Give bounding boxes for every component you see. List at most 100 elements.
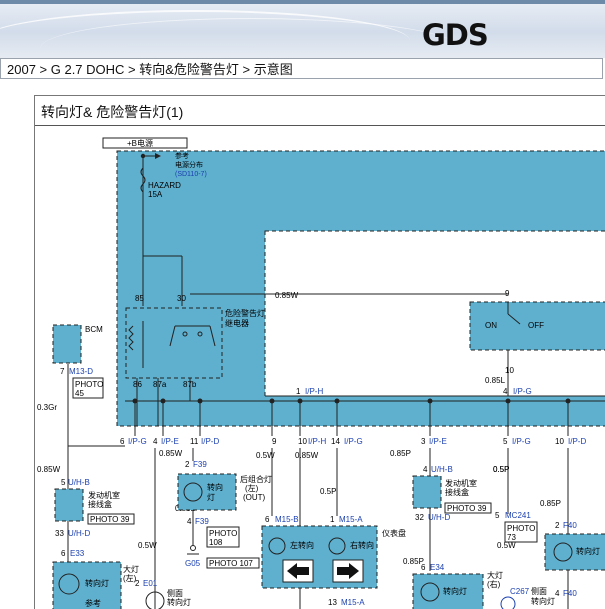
diagram-line <box>507 313 521 325</box>
label-diagram-switch-off: OFF <box>528 321 544 330</box>
pin-85: 85 <box>135 294 144 303</box>
label-diagram-row-connectors-6-n: 3 <box>421 437 426 446</box>
label-diagram-row-connectors-2-c: I/P-D <box>201 437 219 446</box>
label-diagram-photo107: PHOTO 107 <box>209 559 253 568</box>
label-diagram-pin10: 10 <box>505 366 514 375</box>
label-diagram-f39-1: F39 <box>193 460 207 469</box>
wiring-diagram: +B电源 参考 电源分布 (SD110-7) HAZARD 15A 85 30 … <box>37 137 605 609</box>
label-diagram-switch-on: ON <box>485 321 497 330</box>
label-diagram-wires-w085p: 0.85P <box>390 449 411 458</box>
ref-code: (SD110-7) <box>175 171 207 178</box>
label-diagram-wires-w085w-b: 0.85W <box>295 451 319 460</box>
label-diagram-row-connectors-6-c: I/P-E <box>429 437 447 446</box>
label-diagram-lamp-label: 转向灯 <box>443 586 467 596</box>
label-diagram-photo39: PHOTO 39 <box>90 515 130 524</box>
bcm-label: BCM <box>85 325 103 334</box>
label-diagram-uhd-left-1: U/H-D <box>68 529 90 538</box>
label-diagram-wires-w05w-a: 0.5W <box>256 451 275 460</box>
label-diagram-side-turn-left-0: 侧面 <box>167 588 183 598</box>
diagram-circle <box>190 545 196 551</box>
label-diagram-uhb-right-0: 4 <box>423 465 428 474</box>
panel-title: 转向灯& 危险警告灯(1) <box>41 104 184 120</box>
label-diagram-uhb-left-0: 5 <box>61 478 66 487</box>
label-diagram-row-connectors-2-n: 11 <box>190 437 199 446</box>
label-diagram-side-turn-left-1: 转向灯 <box>167 597 191 607</box>
label-diagram-wires-w085w-c: 0.85W <box>37 465 61 474</box>
label-diagram-e33-0: 6 <box>61 549 66 558</box>
label-diagram-e34-0: 6 <box>421 563 426 572</box>
label-diagram-headlamp-right-0: 大灯 <box>487 570 503 580</box>
bcm-box <box>52 324 82 364</box>
diagram-rect <box>87 513 135 525</box>
relay-name-2: 继电器 <box>225 318 249 328</box>
label-diagram-uhb-left-1: U/H-B <box>68 478 90 487</box>
label-diagram-headlamp-left-0: 大灯 <box>123 564 139 574</box>
label-diagram-row-connectors-0-n: 6 <box>120 437 125 446</box>
diagram-circle <box>183 482 203 502</box>
label-diagram-uhb-right-1: U/H-B <box>431 465 453 474</box>
label-diagram-row-connectors-1-n: 4 <box>153 437 158 446</box>
label-diagram-photo73-1: 73 <box>507 533 516 542</box>
label-diagram-row-connectors-3-n: 9 <box>272 437 277 446</box>
label-diagram-row-connectors-4-n: 10 <box>298 437 307 446</box>
label-diagram-f40-1: F40 <box>563 521 577 530</box>
label-diagram-wires-w085w-a: 0.85W <box>159 449 183 458</box>
fuse-name: HAZARD <box>148 181 181 190</box>
label-diagram-wires-w05p: 0.5P <box>493 465 509 474</box>
label-diagram-m13d-0: 7 <box>60 367 65 376</box>
diagram-rect <box>504 521 538 543</box>
label-diagram-engine-box-1: 接线盒 <box>88 499 112 509</box>
pin-86: 86 <box>133 380 142 389</box>
diagram-polygon <box>287 563 309 579</box>
label-diagram-engine-box-1: 接线盒 <box>445 487 469 497</box>
label-diagram-ipg4-1: I/P-G <box>513 387 532 396</box>
power-box <box>102 137 188 149</box>
diagram-rect <box>52 561 122 609</box>
label-diagram-right-turn: 右转向 <box>350 540 374 550</box>
label-diagram-headlamp-right-1: (右) <box>487 579 501 589</box>
label-diagram-photo39: PHOTO 39 <box>447 504 487 513</box>
label-diagram-m15b-0: 6 <box>265 515 270 524</box>
label-diagram-side-right-1: 转向灯 <box>531 596 555 606</box>
label-diagram-headlamp-left-1: (左) <box>123 573 137 583</box>
label-diagram-f40b-1: F40 <box>563 589 577 598</box>
ref-line-1: 参考 <box>175 151 189 160</box>
header-decoration <box>0 10 410 58</box>
label-diagram-lamp-label: 转向灯 <box>85 578 109 588</box>
diagram-polygon <box>155 153 161 159</box>
diagram-panel: 转向灯& 危险警告灯(1) +B电源 参考 电源分布 (SD110-7) HAZ… <box>34 95 605 609</box>
diagram-circle <box>145 591 165 609</box>
diagram-circle <box>182 331 188 337</box>
label-diagram-photo108-0: PHOTO <box>209 529 237 538</box>
label-diagram-photo45-1: 45 <box>75 389 84 398</box>
header-top-bar <box>0 0 605 4</box>
label-diagram-m15a-0: 1 <box>330 515 335 524</box>
label-diagram-pin9: 9 <box>505 289 510 298</box>
label-diagram-wires-w085p-b: 0.85P <box>540 499 561 508</box>
panel-title-rule <box>35 125 605 126</box>
label-diagram-rear-combo-left-1: (左) <box>245 483 259 493</box>
logo-text: GDS <box>422 18 489 52</box>
label-diagram-m15a-b-0: 13 <box>328 598 337 607</box>
label-diagram-e01-1: E01 <box>143 579 158 588</box>
label-diagram-e01-0: 2 <box>135 579 140 588</box>
hazard-relay <box>125 307 223 379</box>
app-header: GDS <box>0 0 605 58</box>
diagram-circle <box>328 537 346 555</box>
diagram-circle <box>268 537 286 555</box>
label-diagram-wires-w085p-c: 0.85P <box>403 557 424 566</box>
label-diagram-lamp-label: 转向灯 <box>576 546 600 556</box>
diagram-rect <box>412 475 442 509</box>
diagram-circle <box>58 573 80 595</box>
diagram-circle <box>197 331 203 337</box>
diagram-circle <box>420 582 440 602</box>
label-diagram-left-turn: 左转向 <box>290 540 314 550</box>
breadcrumb: 2007 > G 2.7 DOHC > 转向&危险警告灯 > 示意图 <box>0 58 603 79</box>
label-diagram-wires-w05w-b: 0.5W <box>497 541 516 550</box>
label-diagram-c267: C267 <box>510 587 530 596</box>
label-diagram-g05: G05 <box>185 559 201 568</box>
ref-line-2: 电源分布 <box>175 160 203 169</box>
label-diagram-row-connectors-8-n: 10 <box>555 437 564 446</box>
label-diagram-row-connectors-5-n: 14 <box>331 437 340 446</box>
